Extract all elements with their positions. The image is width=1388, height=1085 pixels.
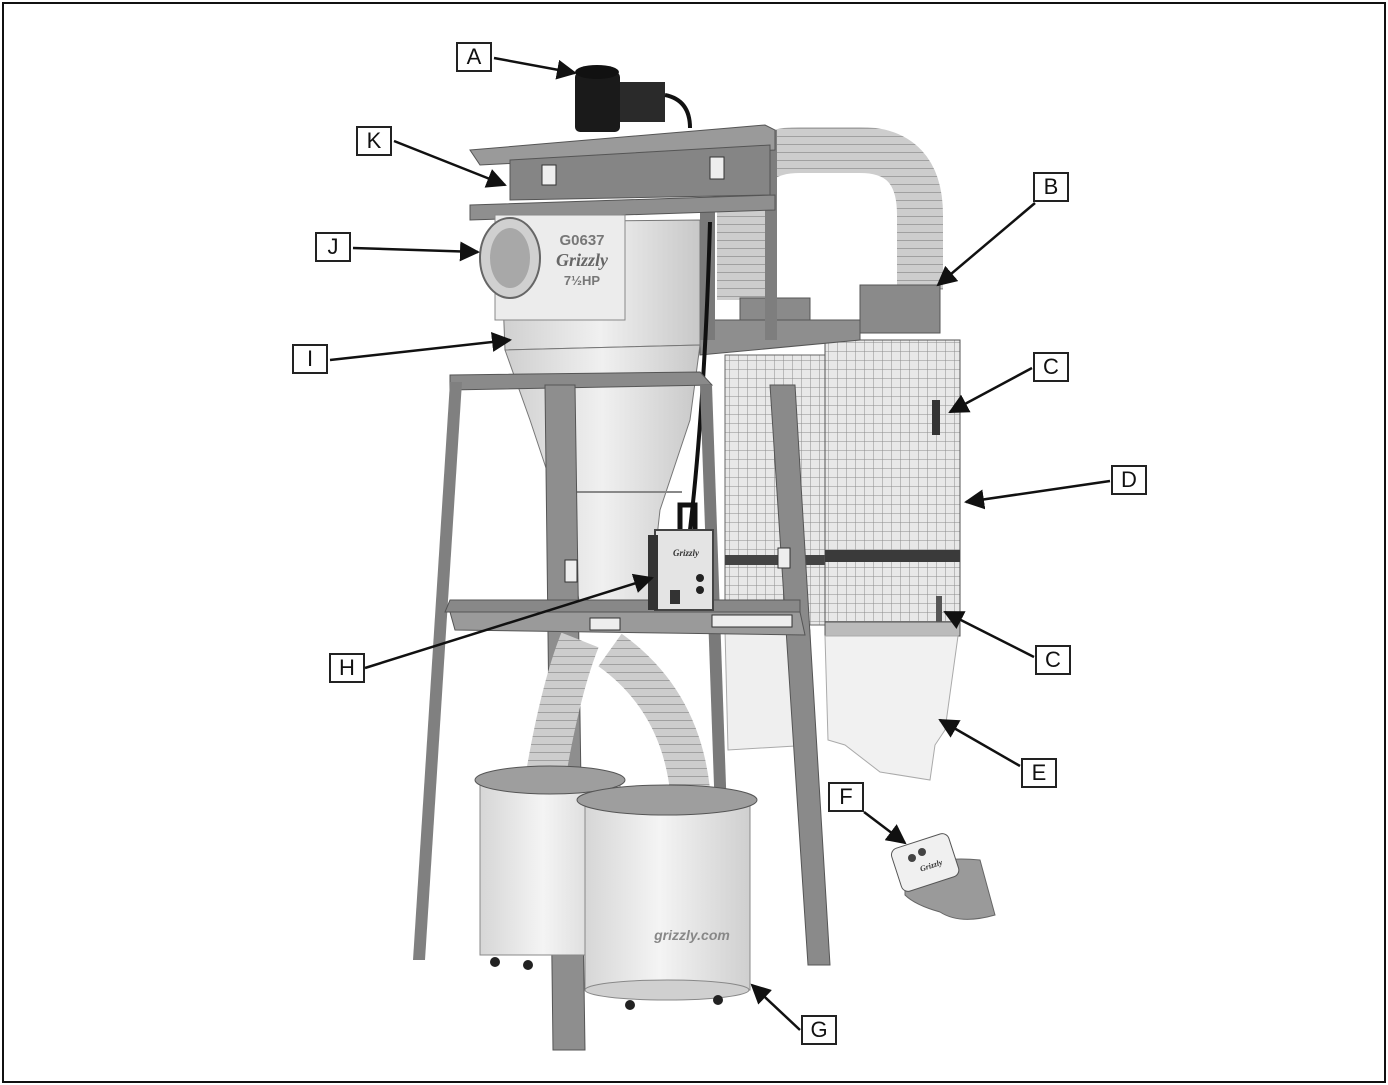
magnetic-switch bbox=[648, 502, 714, 611]
callout-d: D bbox=[1111, 465, 1147, 495]
leader-e bbox=[938, 718, 1021, 768]
callout-j: J bbox=[315, 232, 351, 262]
motor-mount-plate bbox=[469, 124, 776, 166]
leader-d bbox=[964, 479, 1111, 510]
leader-c-bottom bbox=[943, 610, 1035, 659]
callout-c-bottom: C bbox=[1035, 645, 1071, 675]
callout-i: I bbox=[292, 344, 328, 374]
leader-b bbox=[936, 202, 1036, 287]
callout-e: E bbox=[1021, 758, 1057, 788]
filter-inlet-coupling-front bbox=[859, 284, 941, 334]
motor bbox=[575, 65, 692, 132]
website-label: grizzly.com bbox=[653, 927, 730, 943]
collection-drum-front bbox=[576, 784, 758, 1010]
leader-lines bbox=[329, 56, 1111, 1031]
leader-f bbox=[863, 811, 907, 845]
leader-j bbox=[352, 241, 480, 262]
brand-logo: Grizzly bbox=[556, 250, 609, 270]
leader-g bbox=[750, 983, 801, 1031]
callout-f: F bbox=[828, 782, 864, 812]
callout-a: A bbox=[456, 42, 492, 72]
leader-c-top bbox=[948, 366, 1033, 414]
callout-k: K bbox=[356, 126, 392, 156]
filter-canister-front bbox=[824, 339, 961, 637]
switch-brand-logo: Grizzly bbox=[673, 548, 700, 558]
leader-i bbox=[329, 332, 512, 362]
callout-g: G bbox=[801, 1015, 837, 1045]
callout-c-top: C bbox=[1033, 352, 1069, 382]
remote-control-in-hand bbox=[890, 833, 996, 920]
horsepower-label: 7½HP bbox=[564, 273, 600, 288]
collection-bag-front bbox=[824, 635, 959, 781]
leader-a bbox=[493, 56, 577, 80]
cyclone-inlet bbox=[479, 217, 541, 299]
leader-h bbox=[364, 573, 654, 670]
model-number: G0637 bbox=[559, 232, 604, 249]
callout-h: H bbox=[329, 653, 365, 683]
callout-b: B bbox=[1033, 172, 1069, 202]
dust-collector-illustration: G0637 Grizzly 7½HP Grizzly bbox=[413, 65, 996, 1051]
leader-k bbox=[393, 139, 507, 188]
